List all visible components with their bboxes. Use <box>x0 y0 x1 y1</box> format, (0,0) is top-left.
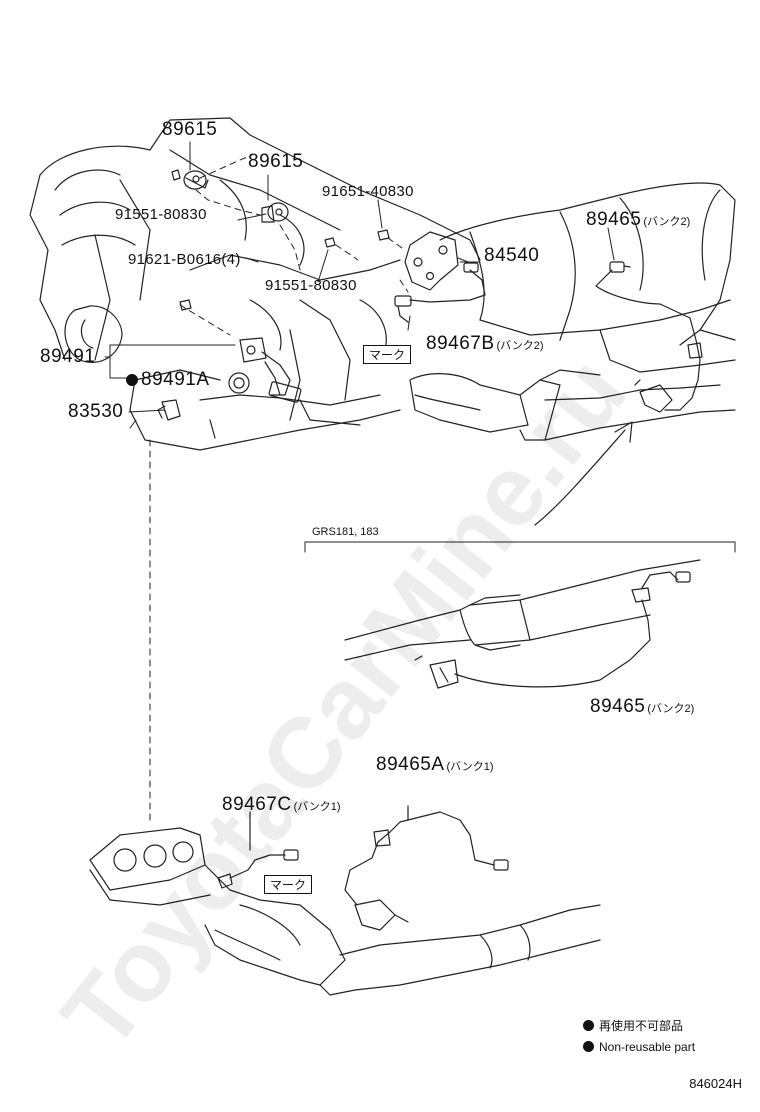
diagram-code: 846024H <box>689 1076 742 1091</box>
lower-exhaust <box>89 805 601 996</box>
o2-sensor-top-art <box>595 261 703 413</box>
bank2-suffix: (バンク2) <box>647 703 695 715</box>
part-label-84540[interactable]: 84540 <box>484 245 540 266</box>
part-label-91551-80830-b[interactable]: 91551-80830 <box>265 277 357 294</box>
part-number: 89467C <box>222 794 292 815</box>
part-label-89467b[interactable]: 89467B(バンク2) <box>426 334 544 353</box>
label-leaders <box>104 141 615 429</box>
bracket-84540-art <box>404 231 479 291</box>
part-label-91651-40830[interactable]: 91651-40830 <box>322 183 414 200</box>
part-label-83530[interactable]: 83530 <box>68 401 124 422</box>
upper-leader-lines <box>149 154 409 821</box>
part-number: 89465 <box>586 209 642 230</box>
non-reusable-dot-icon <box>126 374 138 386</box>
middle-exhaust <box>344 559 701 689</box>
part-label-89491[interactable]: 89491 <box>40 346 96 367</box>
engine-block <box>29 117 481 451</box>
part-number: 89467B <box>426 333 495 354</box>
bank1-suffix: (バンク1) <box>446 761 494 773</box>
part-label-89465-top[interactable]: 89465(バンク2) <box>586 210 690 229</box>
part-number: 89491A <box>141 369 210 390</box>
bank2-suffix: (バンク2) <box>496 340 544 352</box>
mark-callout-upper: マーク <box>363 345 412 364</box>
bolts-art <box>179 229 390 311</box>
legend-text-jp: 再使用不可部品 <box>599 1019 684 1033</box>
variant-label: GRS181, 183 <box>312 526 379 538</box>
bank1-suffix: (バンク1) <box>293 801 341 813</box>
part-number: 89465 <box>590 696 646 717</box>
non-reusable-dot-icon <box>583 1020 594 1031</box>
oil-sensor-art <box>157 337 302 421</box>
mark-callout-lower: マーク <box>264 875 313 894</box>
part-label-89491a[interactable]: 89491A <box>126 370 210 389</box>
o2-sensor-89467B-art <box>394 269 486 323</box>
part-label-89465-mid[interactable]: 89465(バンク2) <box>590 697 694 716</box>
legend-row-jp: 再使用不可部品 <box>583 1020 683 1032</box>
part-label-91621-b0616[interactable]: 91621-B0616(4) <box>128 251 241 268</box>
variant-frame <box>304 541 736 553</box>
part-label-89465a[interactable]: 89465A(バンク1) <box>376 755 494 774</box>
part-label-89615-a[interactable]: 89615 <box>162 119 218 140</box>
bank2-suffix: (バンク2) <box>643 216 691 228</box>
part-label-91551-80830-a[interactable]: 91551-80830 <box>115 206 207 223</box>
legend-row-en: Non-reusable part <box>583 1041 695 1053</box>
part-label-89615-b[interactable]: 89615 <box>248 151 304 172</box>
detail-arrow <box>534 421 633 526</box>
non-reusable-dot-icon <box>583 1041 594 1052</box>
knock-sensors-art <box>171 169 289 223</box>
part-label-89467c[interactable]: 89467C(バンク1) <box>222 795 341 814</box>
legend-text-en: Non-reusable part <box>599 1040 696 1054</box>
part-number: 89465A <box>376 754 445 775</box>
upper-exhaust <box>409 369 736 441</box>
transmission-body <box>439 182 736 373</box>
